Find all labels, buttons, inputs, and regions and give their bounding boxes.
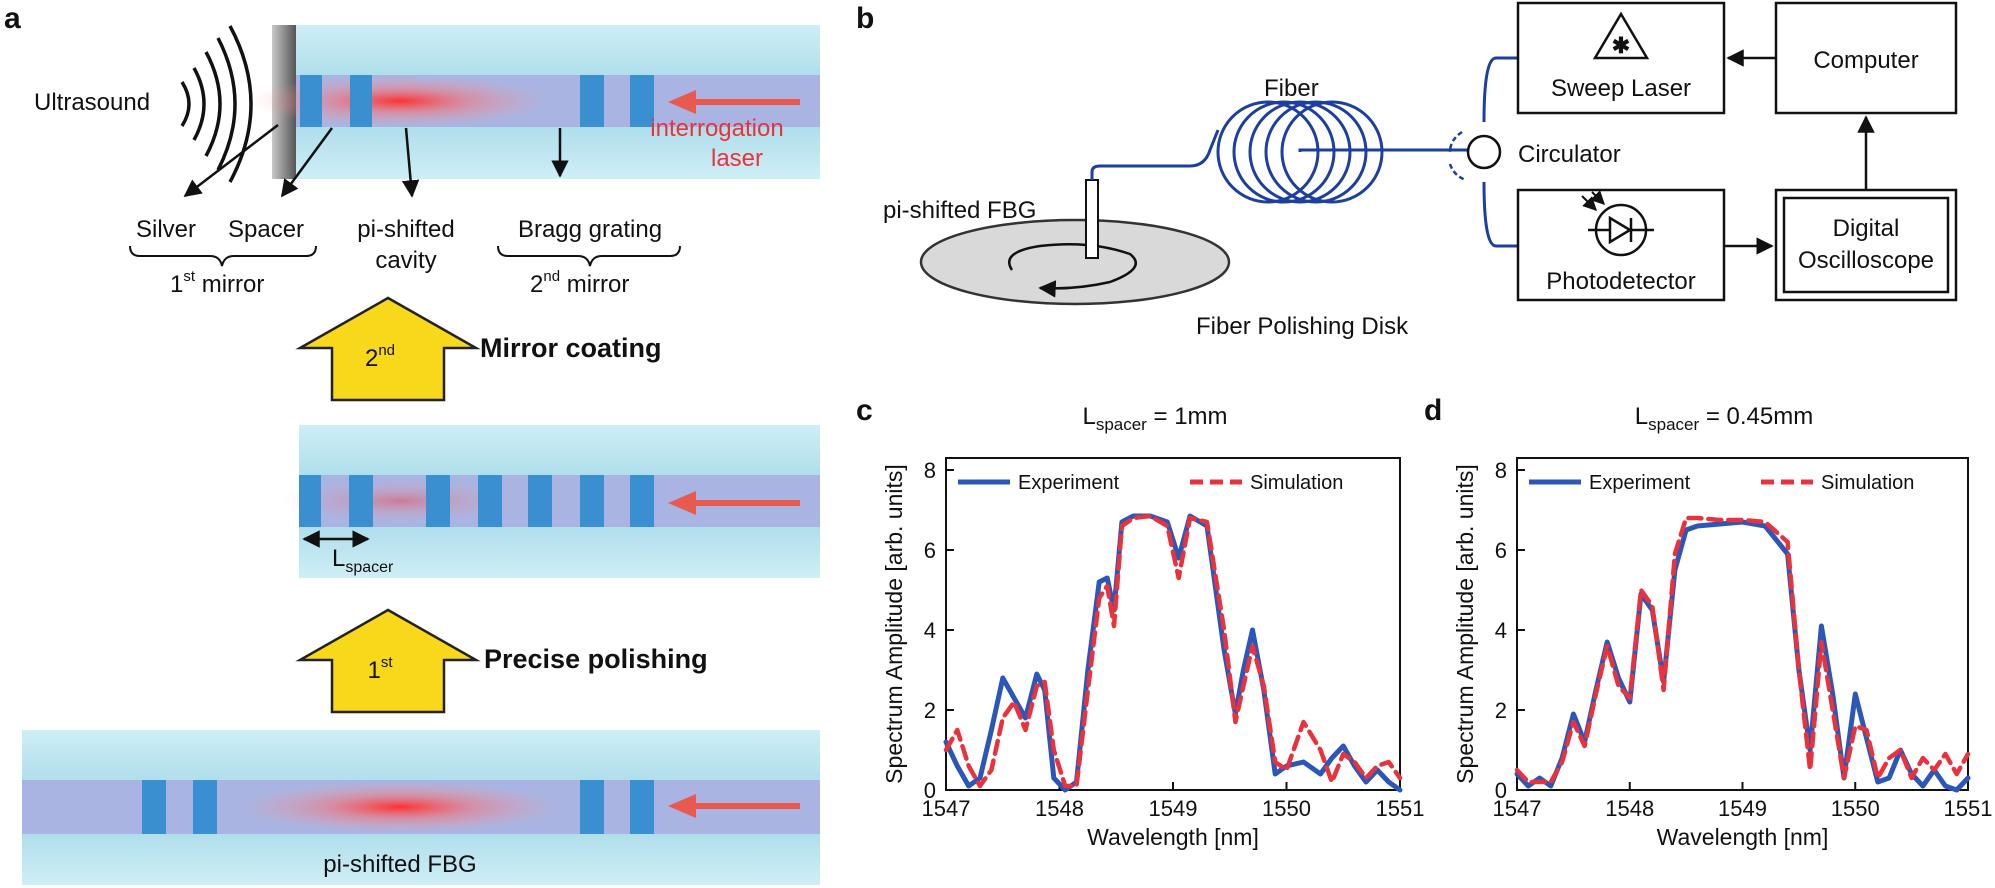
- computer-label: Computer: [1813, 47, 1918, 74]
- y-tick-label: 0: [1495, 778, 1507, 803]
- y-tick-label: 4: [1495, 618, 1507, 643]
- interrogation-label-1: interrogation: [650, 115, 783, 142]
- x-tick-label: 1549: [1718, 796, 1767, 821]
- bragg-label: Bragg grating: [518, 216, 662, 243]
- x-tick-label: 1548: [1605, 796, 1654, 821]
- interrogation-label-2: laser: [711, 145, 763, 172]
- x-tick-label: 1551: [1944, 796, 1993, 821]
- circulator-arrow-top: [1448, 130, 1463, 153]
- x-tick-label: 1549: [1149, 796, 1198, 821]
- pointer-spacer: [280, 127, 334, 198]
- sweep-laser-label: Sweep Laser: [1551, 75, 1691, 102]
- fbg-label-b: pi-shifted FBG: [883, 197, 1036, 224]
- step-2-number: 2nd: [365, 342, 395, 372]
- legend-label-experiment: Experiment: [1589, 472, 1691, 494]
- legend-label-simulation: Simulation: [1821, 472, 1914, 494]
- photodetector-label: Photodetector: [1546, 268, 1695, 295]
- legend-label-simulation: Simulation: [1250, 472, 1343, 494]
- chart-d-title: Lspacer = 0.45mm: [1635, 403, 1813, 434]
- series-line-simulation: [1514, 515, 1971, 785]
- step-2-arrow: [295, 296, 481, 402]
- ultrasound-label: Ultrasound: [34, 89, 150, 116]
- scope-label-2: Oscilloscope: [1798, 247, 1934, 274]
- x-axis-label: Wavelength [nm]: [1657, 824, 1829, 850]
- y-axis-label: Spectrum Amplitude [arb. units]: [881, 464, 907, 784]
- step-1-number: 1st: [367, 654, 393, 684]
- step-2-label: Mirror coating: [480, 333, 662, 363]
- y-tick-label: 2: [924, 698, 936, 723]
- lspacer-label: Lspacer: [332, 545, 394, 576]
- x-tick-label: 1547: [1493, 796, 1542, 821]
- circulator-arrow-bottom: [1448, 163, 1467, 182]
- panel-a: a interrogation laser Ultraso: [4, 2, 820, 885]
- rotation-arrow: [1008, 242, 1137, 298]
- plot-frame: [945, 457, 1401, 791]
- y-tick-label: 4: [924, 618, 936, 643]
- fiber-label: Fiber: [1264, 75, 1319, 102]
- y-tick-label: 8: [924, 458, 936, 483]
- series-line-simulation: [943, 513, 1403, 789]
- cavity-label-2: cavity: [375, 247, 436, 274]
- oscilloscope-box: [1774, 188, 1958, 302]
- computer-box: [1774, 1, 1958, 115]
- step-1-arrow: [295, 608, 481, 714]
- y-tick-label: 2: [1495, 698, 1507, 723]
- panel-c: c Lspacer = 1mm 1547 1548 1549 1550 1551 0 2 4 6…: [856, 394, 1424, 850]
- circulator: [1466, 134, 1502, 170]
- circulator-label: Circulator: [1518, 141, 1621, 168]
- polished-fiber: [280, 425, 820, 578]
- scope-label-1: Digital: [1833, 215, 1900, 242]
- photodiode-icon: [1581, 190, 1654, 257]
- y-tick-label: 6: [1495, 538, 1507, 563]
- fbg-holder: [1085, 179, 1099, 259]
- spacer-label: Spacer: [228, 216, 304, 243]
- cavity-label-1: pi-shifted: [357, 216, 454, 243]
- polishing-disk: [919, 218, 1231, 306]
- pointer-silver: [183, 124, 279, 198]
- panel-letter-b: b: [856, 2, 874, 35]
- x-tick-label: 1547: [922, 796, 971, 821]
- cavity-glow: [250, 75, 550, 127]
- asterisk-icon: ✱: [1612, 33, 1630, 58]
- brace-mirror-2: [497, 245, 681, 267]
- x-tick-label: 1551: [1376, 796, 1425, 821]
- mirror-1-label: 1st mirror: [170, 268, 264, 298]
- ultrasound-waves: [180, 25, 253, 183]
- silver-label: Silver: [136, 216, 196, 243]
- panel-d: d Lspacer = 0.45mm 1547 1548 1549 1550 1551 0…: [1424, 394, 1992, 850]
- y-tick-label: 8: [1495, 458, 1507, 483]
- original-fbg: [22, 730, 820, 885]
- x-tick-label: 1550: [1831, 796, 1880, 821]
- laser-warning-icon: [1592, 11, 1650, 60]
- x-tick-label: 1548: [1035, 796, 1084, 821]
- fbg-label: pi-shifted FBG: [323, 851, 476, 878]
- disk-label: Fiber Polishing Disk: [1196, 313, 1409, 340]
- y-tick-label: 6: [924, 538, 936, 563]
- brace-mirror-1: [129, 245, 317, 267]
- mirror-2-label: 2nd mirror: [530, 268, 629, 298]
- panel-letter-a: a: [4, 2, 21, 35]
- panel-b: b pi-shifted FBG Fiber Polishing Disk Fi…: [856, 1, 1958, 340]
- fiber-path: [1090, 56, 1518, 248]
- x-axis-label: Wavelength [nm]: [1087, 824, 1259, 850]
- y-axis-label: Spectrum Amplitude [arb. units]: [1452, 464, 1478, 784]
- legend-label-experiment: Experiment: [1018, 472, 1120, 494]
- chart-c-title: Lspacer = 1mm: [1082, 403, 1227, 434]
- coated-fiber: [250, 25, 820, 179]
- pointer-cavity: [401, 127, 420, 198]
- y-tick-label: 0: [924, 778, 936, 803]
- panel-letter-c: c: [856, 394, 873, 427]
- step-1-label: Precise polishing: [484, 644, 708, 674]
- x-tick-label: 1550: [1262, 796, 1311, 821]
- panel-letter-d: d: [1424, 394, 1442, 427]
